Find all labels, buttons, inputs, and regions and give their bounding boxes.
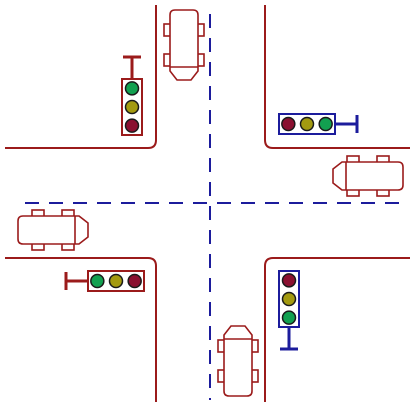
road-edge-south-east <box>264 257 410 402</box>
lamp-yellow <box>124 99 140 115</box>
lamp-yellow <box>108 273 124 289</box>
lamp-red <box>127 273 142 289</box>
vehicle-body <box>169 9 199 81</box>
lamp-green <box>124 81 140 96</box>
vehicle-west <box>17 209 89 251</box>
road-edge-south-west <box>5 257 157 402</box>
vehicle-north <box>163 9 205 81</box>
traffic-light-south-east <box>278 270 300 351</box>
traffic-light-pole <box>280 327 298 351</box>
road-edge-north-east <box>264 5 410 149</box>
traffic-light-south-west <box>64 270 145 292</box>
road-edges <box>5 5 410 402</box>
lamp-red <box>281 273 297 288</box>
vehicle-body <box>332 161 404 191</box>
lamp-yellow <box>281 291 297 307</box>
traffic-light-north-east <box>278 113 359 135</box>
lamp-red <box>281 116 296 132</box>
vehicle-south <box>217 325 259 397</box>
lamp-green <box>90 273 105 289</box>
vehicle-east <box>332 155 404 197</box>
vehicles <box>17 9 404 397</box>
lamp-green <box>318 116 333 132</box>
lamp-yellow <box>299 116 315 132</box>
lamp-red <box>124 118 140 133</box>
road-edge-north-west <box>5 5 157 149</box>
traffic-light-pole <box>335 115 359 133</box>
lane-markings <box>25 14 405 400</box>
vehicle-body <box>223 325 253 397</box>
traffic-lights <box>64 55 359 351</box>
traffic-light-north-west <box>121 55 143 136</box>
lamp-green <box>281 310 297 325</box>
traffic-light-pole <box>64 272 88 290</box>
traffic-light-pole <box>123 55 141 79</box>
vehicle-body <box>17 215 89 245</box>
